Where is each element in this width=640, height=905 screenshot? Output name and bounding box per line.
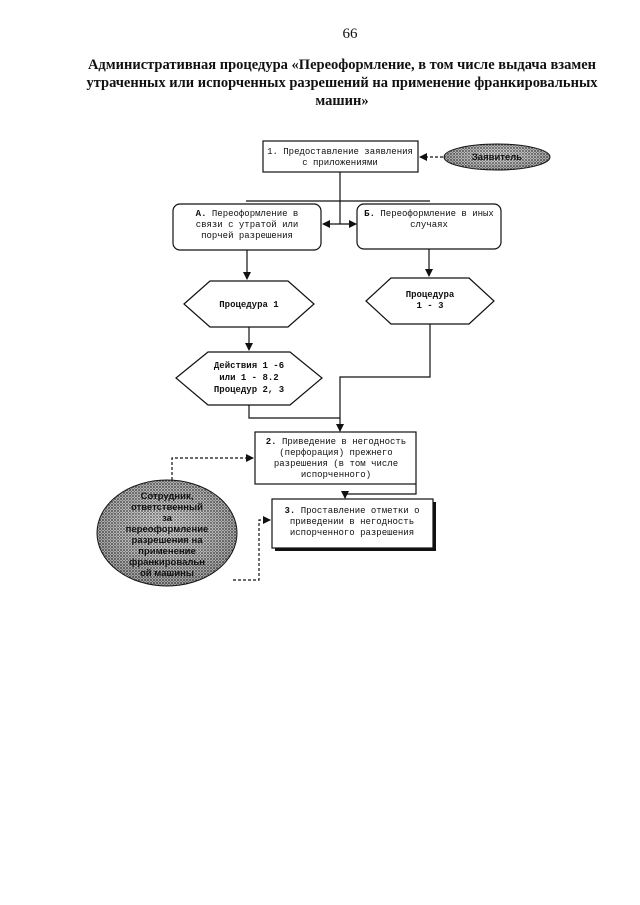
step-1-line-2: с приложениями — [302, 158, 378, 168]
branch-a-marker: А. — [196, 209, 207, 219]
svg-text:3. Проставление отметки о: 3. Проставление отметки о — [284, 506, 419, 516]
actions-node: Действия 1 -6 или 1 - 8.2 Процедур 2, 3 — [175, 351, 323, 406]
proc-b-to-step2-arrow — [336, 324, 431, 432]
branch-b-line-2: случаях — [410, 220, 448, 230]
employee-line-7: франкировальн — [129, 557, 205, 568]
actions-line-3: Процедур 2, 3 — [214, 385, 284, 395]
branch-b-line-1: Переоформление в иных — [380, 209, 493, 219]
procedure-1-label: Процедура 1 — [219, 300, 279, 310]
applicant-label: Заявитель — [472, 152, 522, 163]
branch-a-line-2: связи с утратой или — [196, 220, 299, 230]
page-number: 66 — [342, 26, 358, 42]
employee-line-8: ой машины — [140, 568, 194, 579]
title-line-2: утраченных или испорченных разрешений на… — [86, 75, 598, 91]
branch-b-node: Б. Переоформление в иных случаях — [356, 203, 502, 250]
step-3-node: 3. Проставление отметки о приведении в н… — [271, 498, 436, 551]
svg-text:2. Приведение в негодность: 2. Приведение в негодность — [266, 437, 406, 447]
title-line-1: Административная процедура «Переоформлен… — [87, 57, 597, 73]
step-2-line-4: испорченного) — [301, 470, 371, 480]
step-1-node: 1. Предоставление заявления с приложения… — [262, 140, 419, 173]
procedure-1-3-node: Процедура 1 - 3 — [365, 277, 495, 325]
document-title: Административная процедура «Переоформлен… — [68, 56, 616, 110]
step-1-line-1: 1. Предоставление заявления — [267, 147, 413, 157]
step-2-node: 2. Приведение в негодность (перфорация) … — [254, 431, 417, 485]
svg-text:Б. Переоформление в иных: Б. Переоформление в иных — [364, 209, 494, 219]
employee-line-2: ответственный — [131, 502, 203, 513]
step-3-line-2: приведении в негодность — [290, 517, 414, 527]
branch-a-node: А. Переоформление в связи с утратой или … — [172, 203, 322, 251]
actions-to-step2-connector — [248, 405, 340, 419]
procedure-1-3-line-1: Процедура — [406, 290, 455, 300]
actions-line-1: Действия 1 -6 — [214, 361, 284, 371]
step-3-line-1: Проставление отметки о — [301, 506, 420, 516]
actions-line-2: или 1 - 8.2 — [219, 373, 278, 383]
employee-to-step2-arrow — [171, 454, 254, 480]
step-3-marker: 3. — [284, 506, 295, 516]
step-3-line-3: испорченного разрешения — [290, 528, 414, 538]
employee-line-4: переоформление — [126, 524, 209, 535]
employee-line-3: за — [162, 513, 173, 524]
step2-to-step3-connector — [345, 484, 417, 495]
branch-b-marker: Б. — [364, 209, 375, 219]
procedure-1-3-line-2: 1 - 3 — [416, 301, 443, 311]
svg-text:А. Переоформление в: А. Переоформление в — [196, 209, 299, 219]
step-2-line-1: Приведение в негодность — [282, 437, 406, 447]
branch-a-line-1: Переоформление в — [212, 209, 298, 219]
employee-line-6: применение — [138, 546, 196, 557]
employee-line-5: разрешения на — [132, 535, 204, 546]
step-2-marker: 2. — [266, 437, 277, 447]
step-2-line-2: (перфорация) прежнего — [279, 448, 392, 458]
applicant-actor: Заявитель — [443, 143, 551, 171]
step-2-line-3: разрешения (в том числе — [274, 459, 398, 469]
employee-to-step3-arrow — [233, 516, 271, 581]
employee-actor: Сотрудник, ответственный за переоформлен… — [96, 479, 238, 587]
title-line-3: машин» — [315, 93, 369, 109]
employee-line-1: Сотрудник, — [141, 491, 194, 502]
branch-a-line-3: порчей разрешения — [201, 231, 293, 241]
procedure-1-node: Процедура 1 — [183, 280, 315, 328]
